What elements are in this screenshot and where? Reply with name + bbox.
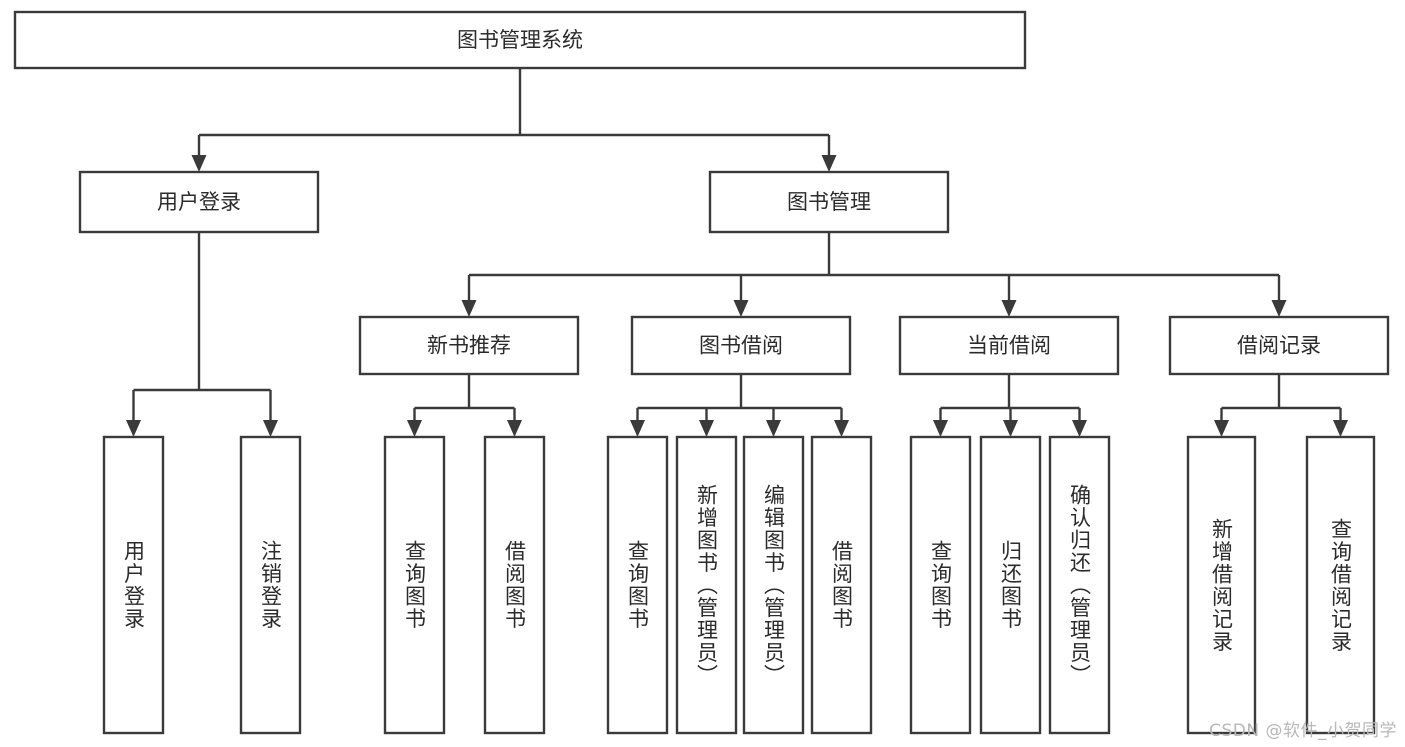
arrow-head-icon-level3-2	[1001, 300, 1017, 317]
node-box-leaf-3[interactable]	[483, 435, 546, 735]
node-box-level2-1[interactable]	[708, 170, 950, 234]
node-box-leaf-6[interactable]	[742, 435, 805, 735]
arrow-head-icon-leaf-当前借阅-2	[1072, 420, 1087, 437]
arrow-head-icon-leaf-用户登录-1	[263, 420, 278, 437]
node-box-leaf-1[interactable]	[239, 435, 302, 735]
node-box-leaf-8[interactable]	[909, 435, 972, 735]
node-box-leaf-11[interactable]	[1186, 435, 1257, 735]
node-label-root: 图书管理系统	[457, 28, 583, 52]
arrow-head-icon-leaf-新书推荐-0	[407, 420, 422, 437]
node-label-level2-1: 图书管理	[787, 190, 871, 214]
arrow-head-icon-level2-1	[821, 155, 837, 172]
node-box-leaf-12[interactable]	[1305, 435, 1376, 735]
node-box-leaf-7[interactable]	[810, 435, 873, 735]
arrow-head-icon-leaf-新书推荐-1	[507, 420, 522, 437]
node-box-level2-0[interactable]	[78, 170, 320, 234]
csdn-watermark: CSDN @软件_小贺同学	[1209, 721, 1397, 741]
arrow-head-icon-leaf-用户登录-0	[126, 420, 141, 437]
arrow-head-icon-leaf-图书借阅-1	[699, 420, 714, 437]
node-box-leaf-5[interactable]	[675, 435, 738, 735]
arrow-head-icon-level3-1	[733, 300, 749, 317]
node-box-level3-1[interactable]	[630, 315, 852, 376]
arrow-head-icon-leaf-借阅记录-1	[1333, 420, 1348, 437]
node-box-level3-2[interactable]	[898, 315, 1120, 376]
node-box-level3-3[interactable]	[1168, 315, 1390, 376]
connectors-layer	[126, 68, 1348, 437]
arrow-head-icon-leaf-当前借阅-0	[933, 420, 948, 437]
node-box-root[interactable]	[13, 10, 1027, 70]
node-box-leaf-9[interactable]	[979, 435, 1042, 735]
node-box-level3-0[interactable]	[358, 315, 580, 376]
arrow-head-icon-level2-0	[191, 155, 207, 172]
arrow-head-icon-leaf-借阅记录-0	[1214, 420, 1229, 437]
node-label-level2-0: 用户登录	[157, 190, 241, 214]
arrow-head-icon-level3-3	[1271, 300, 1287, 317]
node-label-level3-2: 当前借阅	[967, 334, 1051, 358]
arrow-head-icon-leaf-图书借阅-2	[766, 420, 781, 437]
arrow-head-icon-leaf-当前借阅-1	[1003, 420, 1018, 437]
arrow-head-icon-leaf-图书借阅-0	[630, 420, 645, 437]
node-box-leaf-10[interactable]	[1048, 435, 1111, 735]
arrow-head-icon-leaf-图书借阅-3	[834, 420, 849, 437]
node-label-level3-3: 借阅记录	[1237, 334, 1321, 358]
node-label-level3-1: 图书借阅	[699, 334, 783, 358]
node-label-level3-0: 新书推荐	[427, 334, 511, 358]
node-box-leaf-0[interactable]	[102, 435, 165, 735]
node-box-leaf-4[interactable]	[606, 435, 669, 735]
boxes-layer	[13, 10, 1390, 735]
arrow-head-icon-level3-0	[461, 300, 477, 317]
node-box-leaf-2[interactable]	[383, 435, 446, 735]
